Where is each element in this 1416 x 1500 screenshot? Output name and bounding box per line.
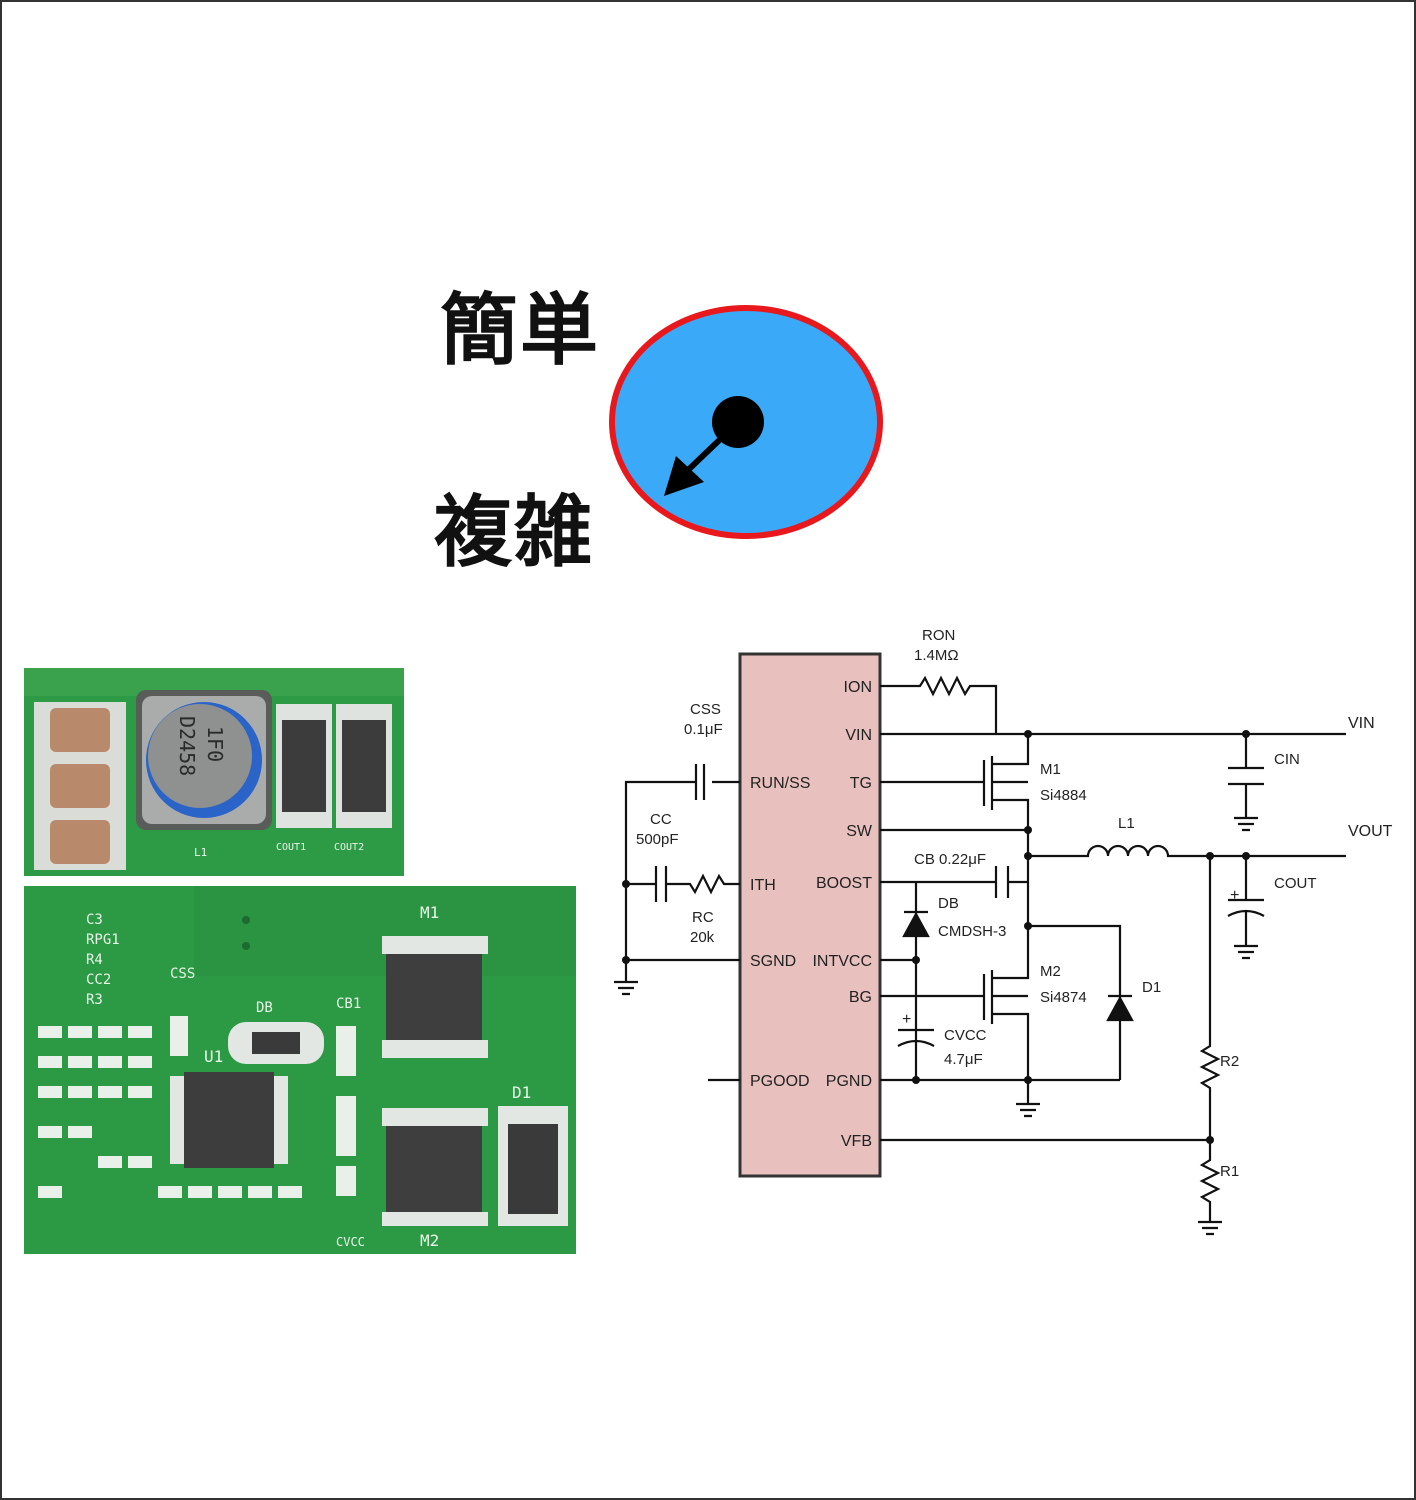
- dial-needle: [683, 425, 735, 475]
- label-db-part: CMDSH-3: [938, 923, 1006, 940]
- label-cb: CB 0.22μF: [914, 851, 986, 868]
- controller-u1: [170, 1072, 288, 1168]
- label-simple: 簡単: [440, 286, 601, 376]
- label-cin: CIN: [1274, 751, 1300, 768]
- pin-boost: BOOST: [816, 875, 872, 892]
- silk-cb1: CB1: [336, 996, 361, 1012]
- ceramic-capacitors: [34, 702, 126, 870]
- pcb-photo-bottom: C3 RPG1 R4 CC2 R3 CSS DB CB1 U1 M1 M2 D1…: [24, 886, 576, 1254]
- buck-schematic: RUN/SS ITH SGND PGOOD ION VIN TG SW BOOS…: [614, 627, 1393, 1236]
- label-l1: L1: [1118, 815, 1135, 832]
- silk-cvcc: CVCC: [336, 1235, 365, 1249]
- label-ron: RON: [922, 627, 955, 644]
- pin-pgood: PGOOD: [750, 1073, 810, 1090]
- label-db: DB: [938, 895, 959, 912]
- silk-u1: U1: [204, 1047, 223, 1066]
- inductor-symbol: [1028, 844, 1346, 858]
- pin-bg: BG: [849, 989, 872, 1006]
- dial-arrow-head: [664, 456, 704, 496]
- label-m2: M2: [1040, 963, 1061, 980]
- silk-m2: M2: [420, 1231, 439, 1250]
- inductor-l1: 1F0 D2458: [136, 690, 272, 830]
- silk-r3: R3: [86, 992, 103, 1008]
- mosfet-m2: [382, 1108, 488, 1226]
- silk-css: CSS: [170, 966, 195, 982]
- label-cc: CC: [650, 811, 672, 828]
- pin-sgnd: SGND: [750, 953, 796, 970]
- complexity-dial: [609, 305, 883, 539]
- ron-resistor: [880, 675, 998, 734]
- label-cout-plus: +: [1230, 887, 1239, 904]
- label-rc-value: 20k: [690, 929, 715, 946]
- pin-ion: ION: [844, 679, 872, 696]
- silk-cout1: COUT1: [276, 842, 306, 853]
- label-css: CSS: [690, 701, 721, 718]
- small-passives: [38, 1016, 356, 1198]
- inductor-marking-2: D2458: [175, 716, 199, 776]
- label-r2: R2: [1220, 1053, 1239, 1070]
- pin-sw: SW: [846, 823, 873, 840]
- output-capacitors: [276, 704, 392, 828]
- label-rc: RC: [692, 909, 714, 926]
- silk-db: DB: [256, 1000, 273, 1016]
- pin-ith: ITH: [750, 877, 776, 894]
- inductor-marking-1: 1F0: [203, 726, 227, 762]
- silk-m1: M1: [420, 903, 439, 922]
- silk-d1: D1: [512, 1083, 531, 1102]
- silk-cc2: CC2: [86, 972, 111, 988]
- pin-run-ss: RUN/SS: [750, 775, 810, 792]
- ic-body: [738, 652, 882, 1178]
- label-cc-value: 500pF: [636, 831, 679, 848]
- pin-pgnd: PGND: [826, 1073, 872, 1090]
- label-vout-rail: VOUT: [1348, 823, 1393, 840]
- silk-rpg1: RPG1: [86, 932, 120, 948]
- silk-r4: R4: [86, 952, 103, 968]
- label-d1: D1: [1142, 979, 1161, 996]
- label-cout: COUT: [1274, 875, 1317, 892]
- label-ron-value: 1.4MΩ: [914, 647, 959, 664]
- silk-l1: L1: [194, 846, 207, 859]
- mosfet-m1: [382, 936, 488, 1058]
- pin-vfb: VFB: [841, 1133, 872, 1150]
- label-cvcc-value: 4.7μF: [944, 1051, 983, 1068]
- label-cvcc-plus: +: [902, 1011, 911, 1028]
- label-vin-rail: VIN: [1348, 715, 1375, 732]
- pin-intvcc: INTVCC: [812, 953, 872, 970]
- label-m1: M1: [1040, 761, 1061, 778]
- label-css-value: 0.1μF: [684, 721, 723, 738]
- pcb-photo-top: 1F0 D2458 L1 COUT1 COUT2: [24, 668, 404, 876]
- label-m1-part: Si4884: [1040, 787, 1087, 804]
- label-r1: R1: [1220, 1163, 1239, 1180]
- label-m2-part: Si4874: [1040, 989, 1087, 1006]
- silk-c3: C3: [86, 912, 103, 928]
- pin-vin: VIN: [845, 727, 872, 744]
- pin-tg: TG: [850, 775, 872, 792]
- silk-cout2: COUT2: [334, 842, 364, 853]
- label-cvcc: CVCC: [944, 1027, 987, 1044]
- label-complex: 複雑: [434, 488, 595, 578]
